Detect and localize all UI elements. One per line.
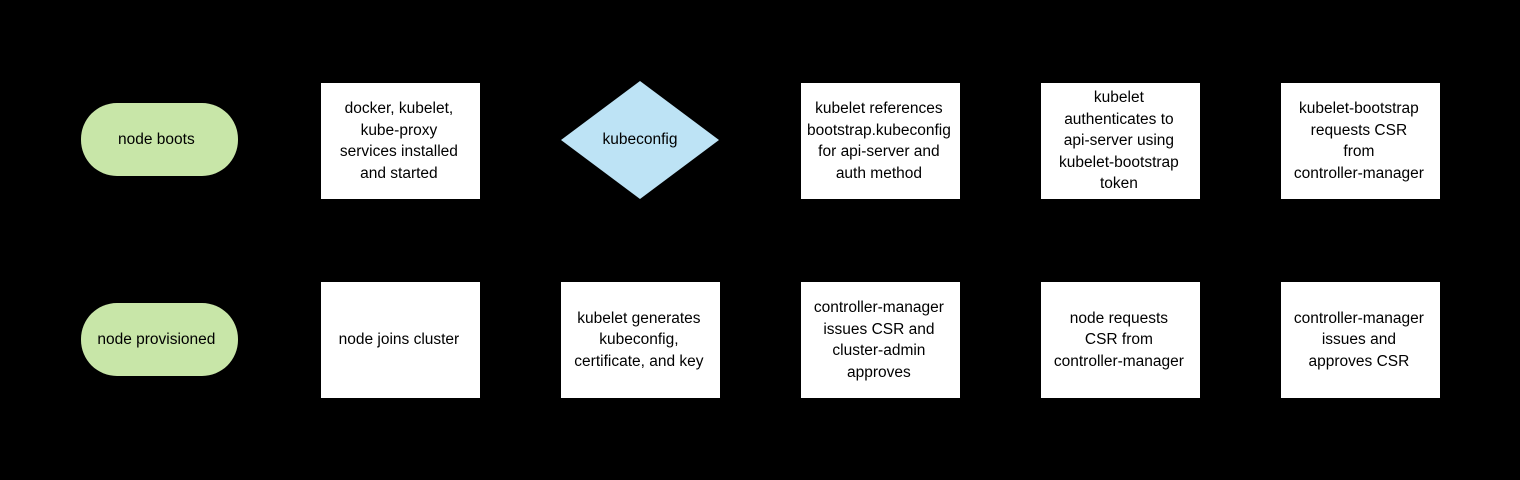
- flow-node-label: controller-manager issues CSR and cluste…: [813, 299, 944, 381]
- flow-node-label: node provisioned: [97, 330, 216, 348]
- flow-node-label: kubeconfig: [602, 131, 678, 149]
- flow-node-label: kubelet-bootstrap requests CSR from cont…: [1293, 100, 1424, 182]
- flow-node-node-boots[interactable]: node boots: [81, 103, 238, 176]
- diamond-shape-icon: [561, 81, 719, 199]
- flow-node-label: controller-manager issues and approves C…: [1293, 309, 1424, 370]
- flow-node-node-joins-cluster[interactable]: node joins cluster: [321, 282, 480, 398]
- flow-node-controller-issues-approves[interactable]: controller-manager issues and approves C…: [1281, 282, 1440, 398]
- flow-node-label: node joins cluster: [338, 331, 460, 349]
- flow-node-kubeconfig[interactable]: kubeconfig: [561, 81, 719, 199]
- flow-node-controller-issues-csr[interactable]: controller-manager issues CSR and cluste…: [801, 282, 960, 398]
- flow-node-label: kubelet authenticates to api-server usin…: [1059, 89, 1179, 193]
- flow-node-label: node boots: [118, 130, 195, 148]
- flow-node-bootstrap-requests-csr[interactable]: kubelet-bootstrap requests CSR from cont…: [1281, 83, 1440, 199]
- flow-node-kubelet-authenticates[interactable]: kubelet authenticates to api-server usin…: [1041, 83, 1200, 199]
- flow-node-label: docker, kubelet, kube-proxy services ins…: [339, 100, 458, 182]
- flow-node-label: kubelet references bootstrap.kubeconfig …: [806, 100, 951, 182]
- flow-node-kubelet-references-bootstrap[interactable]: kubelet references bootstrap.kubeconfig …: [801, 83, 960, 199]
- flow-node-kubelet-generates[interactable]: kubelet generates kubeconfig, certificat…: [561, 282, 720, 398]
- flow-node-label: kubelet generates kubeconfig, certificat…: [574, 309, 704, 370]
- flow-node-node-requests-csr[interactable]: node requests CSR from controller-manage…: [1041, 282, 1200, 398]
- flow-node-label: node requests CSR from controller-manage…: [1053, 309, 1184, 370]
- flow-node-node-provisioned[interactable]: node provisioned: [81, 303, 238, 376]
- flow-node-services-installed[interactable]: docker, kubelet, kube-proxy services ins…: [321, 83, 480, 199]
